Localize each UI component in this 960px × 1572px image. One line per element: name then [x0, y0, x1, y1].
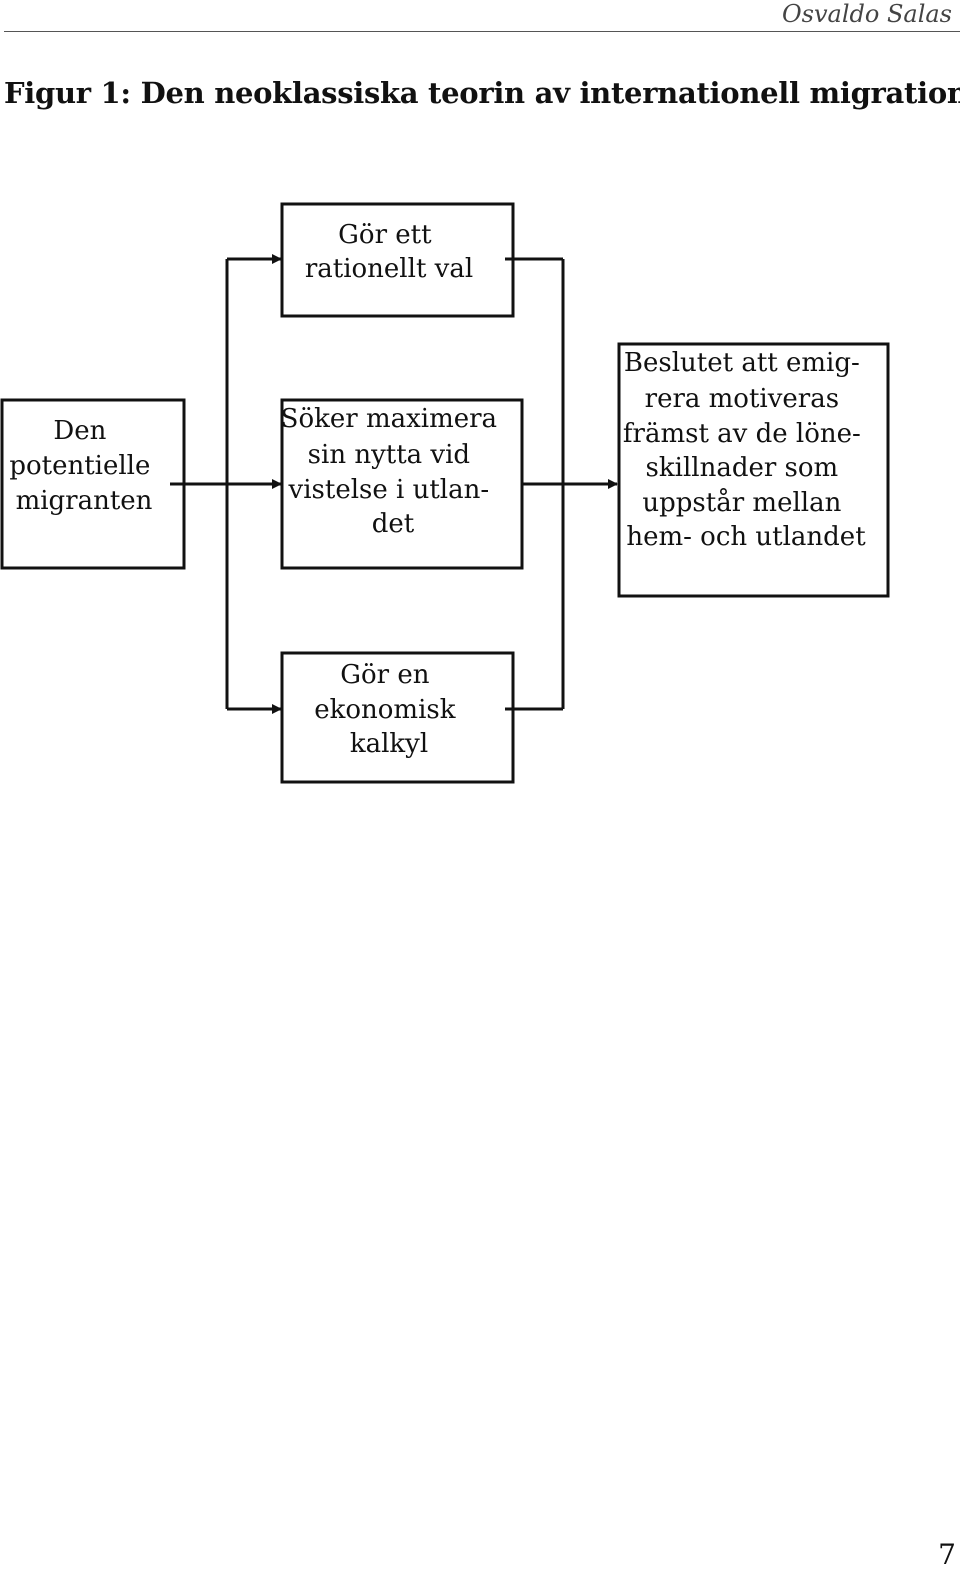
page-number: 7 — [938, 1538, 956, 1571]
text-maximize-utility-line: Söker maximera — [281, 404, 497, 434]
header-rule — [4, 31, 960, 32]
text-decision-line: rera motiveras — [645, 384, 839, 414]
text-maximize-utility-line: det — [372, 509, 415, 539]
text-migrant-line: migranten — [16, 486, 153, 516]
text-maximize-utility: Söker maximera sin nytta vid vistelse i … — [281, 404, 506, 539]
text-rational-choice: Gör ett rationellt val — [305, 220, 473, 284]
text-economic-calculation: Gör en ekonomisk kalkyl — [314, 660, 464, 759]
text-economic-calculation-line: kalkyl — [350, 729, 428, 759]
box-rational-choice — [280, 202, 515, 318]
text-migrant-line: Den — [53, 416, 106, 446]
box-economic-calculation — [280, 651, 515, 784]
text-decision-line: Beslutet att emig- — [624, 348, 860, 378]
text-decision-line: främst av de löne- — [623, 419, 861, 449]
text-migrant: Den potentielle migranten — [9, 416, 158, 516]
text-maximize-utility-line: sin nytta vid — [308, 440, 470, 470]
text-maximize-utility-line: vistelse i utlan- — [288, 475, 490, 505]
text-economic-calculation-line: Gör en — [340, 660, 430, 690]
text-migrant-line: potentielle — [9, 451, 150, 481]
text-rational-choice-line: Gör ett — [338, 220, 432, 250]
box-decision — [617, 342, 890, 598]
text-decision-line: hem- och utlandet — [626, 522, 866, 552]
figure-title: Figur 1: Den neoklassiska teorin av inte… — [4, 76, 960, 110]
text-economic-calculation-line: ekonomisk — [314, 695, 456, 725]
text-decision-line: uppstår mellan — [642, 487, 841, 518]
text-rational-choice-line: rationellt val — [305, 254, 473, 284]
box-migrant — [0, 398, 186, 570]
flow-diagram: Den potentielle migranten Gör ett ration… — [0, 202, 890, 784]
running-head-author: Osvaldo Salas — [781, 0, 952, 28]
text-decision: Beslutet att emig- rera motiveras främst… — [623, 348, 869, 552]
text-decision-line: skillnader som — [646, 453, 839, 483]
box-maximize-utility — [280, 398, 524, 570]
